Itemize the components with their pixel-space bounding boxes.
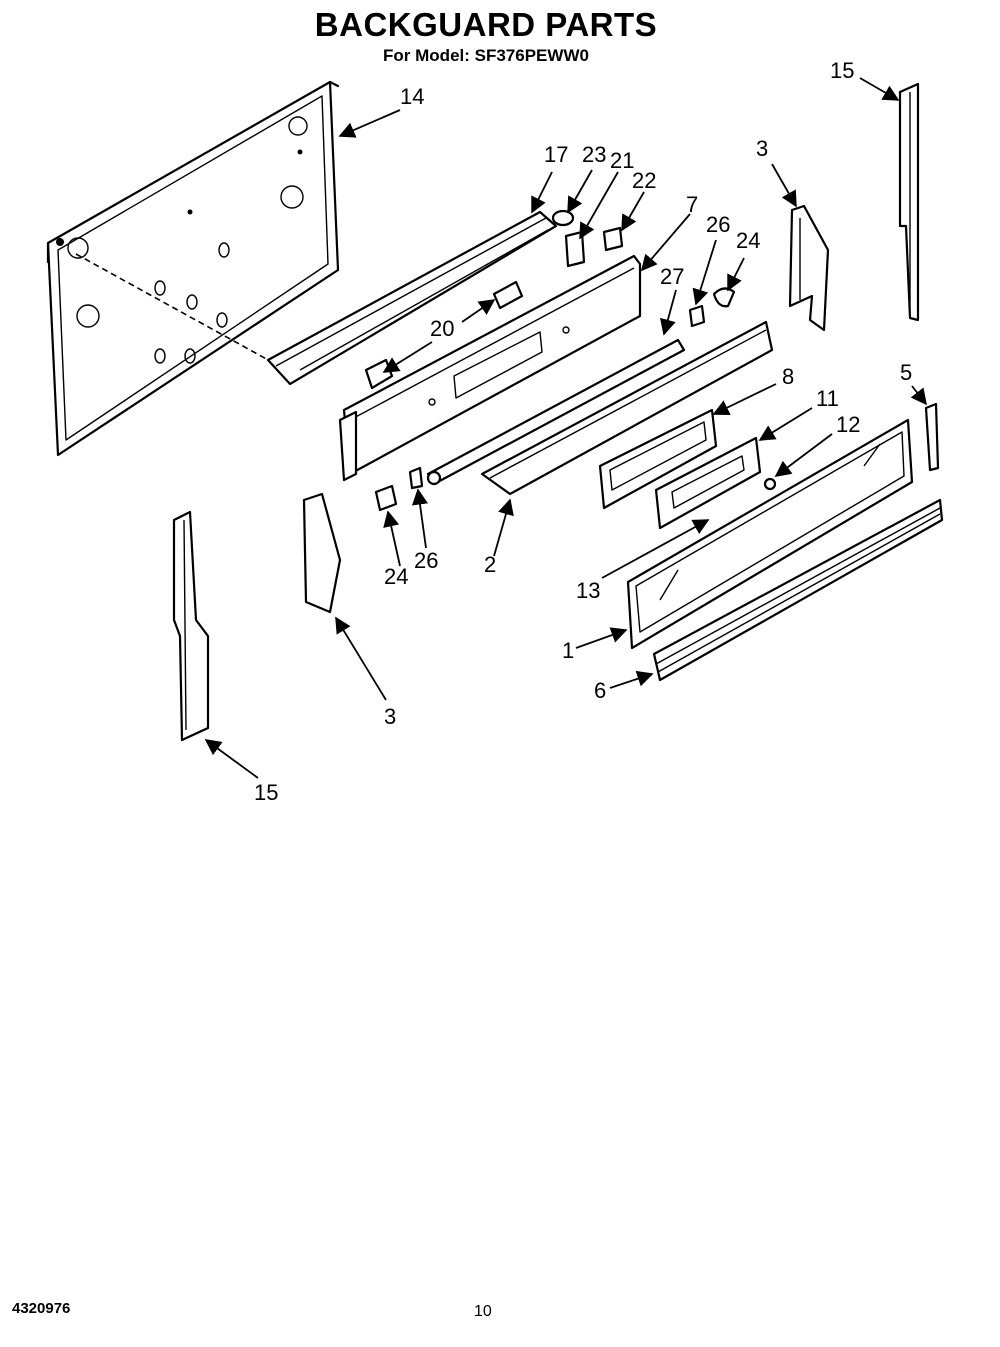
- part-11-display-frame: [654, 436, 762, 530]
- callout-20: 20: [430, 316, 454, 341]
- callout-22: 22: [632, 168, 656, 193]
- callout-17: 17: [544, 142, 568, 167]
- part-5-end-strip: [924, 402, 940, 472]
- part-27-fluorescent-tube: [426, 338, 686, 486]
- part-17-rail: [266, 210, 558, 386]
- callout-3-left: 3: [384, 704, 396, 729]
- callout-11: 11: [816, 386, 839, 411]
- model-subtitle: For Model: SF376PEWW0: [383, 46, 589, 65]
- callout-5: 5: [900, 360, 912, 385]
- part-24-clip-right: [712, 287, 736, 308]
- callout-14: 14: [400, 84, 424, 109]
- callout-26-left: 26: [414, 548, 438, 573]
- part-1-glass-panel: [626, 418, 914, 650]
- page-number: 10: [474, 1303, 492, 1320]
- callout-3: 3: [756, 136, 768, 161]
- part-12-knob: [763, 477, 777, 491]
- part-3-end-cap-left: [302, 492, 342, 614]
- part-14-backguard-panel: [46, 80, 340, 457]
- callout-24: 24: [736, 228, 760, 253]
- callout-13: 13: [576, 578, 600, 603]
- callout-21: 21: [610, 148, 634, 173]
- part-7-control-panel: [338, 254, 642, 482]
- callout-27: 27: [660, 264, 684, 289]
- callout-15: 15: [830, 58, 854, 83]
- page-title: BACKGUARD PARTS: [314, 6, 658, 43]
- part-26-socket-left: [408, 466, 424, 490]
- callout-12: 12: [836, 412, 860, 437]
- callout-2: 2: [484, 552, 496, 577]
- callout-8: 8: [782, 364, 794, 389]
- part-8-window-frame: [598, 408, 718, 510]
- callout-24-left: 24: [384, 564, 408, 589]
- callout-23: 23: [582, 142, 606, 167]
- document-code: 4320976: [12, 1300, 71, 1317]
- callout-7: 7: [686, 192, 698, 217]
- part-22-clip: [602, 226, 624, 252]
- part-3-end-cap-right: [788, 204, 830, 332]
- callout-6: 6: [594, 678, 606, 703]
- part-6-bottom-trim: [652, 498, 944, 682]
- part-21-bracket: [564, 230, 586, 268]
- part-26-socket-right: [688, 304, 706, 328]
- part-23-bulb-holder: [551, 209, 575, 227]
- callout-labels: 14 15 17 23 21 22 7 3 26 24 20 27 8 5 11…: [254, 58, 912, 805]
- callout-arrows: [204, 77, 927, 779]
- part-15-side-bar-right: [898, 82, 920, 322]
- part-15-side-bar-left: [172, 510, 210, 742]
- part-24-clip-left: [374, 484, 398, 512]
- part-2-trim-rail: [480, 320, 774, 496]
- callout-15-left: 15: [254, 780, 278, 805]
- callout-26: 26: [706, 212, 730, 237]
- callout-1: 1: [562, 638, 574, 663]
